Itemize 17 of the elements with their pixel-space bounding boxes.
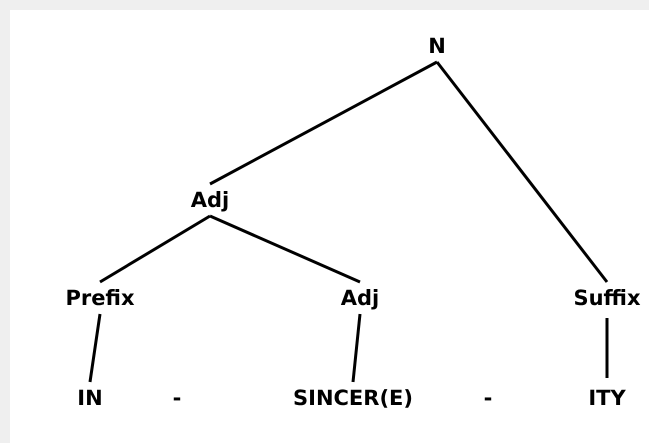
tree-branch-line: [88, 314, 102, 382]
tree-node-label: Suffix: [571, 278, 643, 318]
tree-branch-line: [209, 60, 438, 186]
hyphen-separator: -: [172, 385, 182, 412]
tree-node-label: Adj: [338, 278, 382, 318]
tree-branch-line: [352, 314, 362, 382]
hyphen-separator: -: [482, 385, 494, 412]
tree-node-label: IN: [75, 378, 105, 418]
tree-branch-line: [209, 214, 361, 284]
tree-node-label: N: [426, 26, 448, 66]
tree-branch-line: [436, 61, 608, 283]
tree-node-label: ITY: [586, 378, 628, 418]
tree-node-label: Adj: [188, 180, 232, 220]
tree-node-label: SINCER(E): [291, 378, 415, 418]
tree-node-label: Prefix: [63, 278, 137, 318]
tree-branch-line: [99, 214, 211, 284]
tree-branch-line: [606, 318, 608, 378]
